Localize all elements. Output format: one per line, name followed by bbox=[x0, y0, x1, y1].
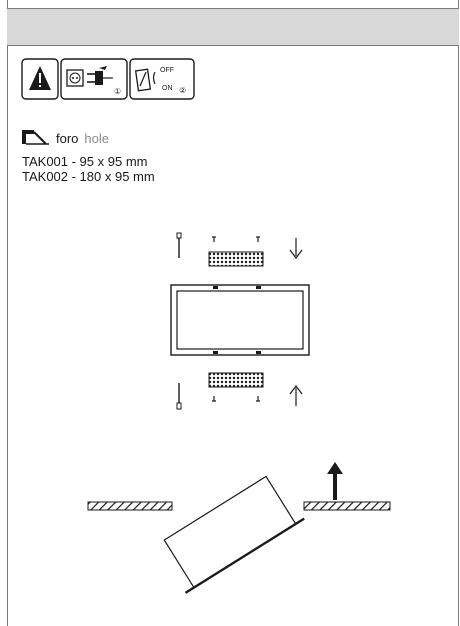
switch-off-label: OFF bbox=[160, 67, 174, 74]
warning-triangle-icon bbox=[21, 58, 59, 100]
bottom-clip-strip bbox=[208, 372, 264, 388]
arrow-down-icon bbox=[289, 238, 303, 259]
screw-icon bbox=[256, 396, 260, 402]
hole-label-italian: foro bbox=[56, 130, 79, 146]
model-line: TAK001 - 95 x 95 mm bbox=[22, 154, 148, 169]
installation-diagram bbox=[80, 452, 400, 602]
hole-caption: foro hole bbox=[22, 128, 109, 148]
screw-icon bbox=[212, 396, 216, 402]
arrow-up-icon bbox=[289, 385, 303, 406]
power-switch-icon bbox=[129, 58, 195, 100]
top-clip-strip bbox=[208, 251, 264, 267]
safety-instructions: ① OFF ON ② bbox=[21, 58, 195, 100]
screwdriver-icon bbox=[176, 232, 182, 258]
header-bar bbox=[7, 8, 459, 46]
switch-on-label: ON bbox=[162, 85, 173, 92]
ceiling-slab-right bbox=[303, 501, 391, 511]
screw-icon bbox=[256, 236, 260, 242]
mounting-frame-diagram bbox=[168, 228, 318, 418]
push-up-arrow-icon bbox=[327, 462, 343, 500]
switch-step-number: ② bbox=[179, 86, 186, 95]
light-box bbox=[163, 475, 305, 594]
model-dimensions: TAK001 - 95 x 95 mm TAK002 - 180 x 95 mm bbox=[22, 154, 155, 184]
screw-icon bbox=[212, 236, 216, 242]
ceiling-slab-left bbox=[87, 501, 173, 511]
frame-inner bbox=[176, 290, 304, 350]
ceiling-hole-icon bbox=[22, 130, 49, 145]
unplug-step-number: ① bbox=[114, 87, 121, 96]
model-line: TAK002 - 180 x 95 mm bbox=[22, 169, 155, 184]
page-frame bbox=[7, 0, 459, 626]
unplug-socket-icon bbox=[60, 58, 128, 100]
hole-label-english: hole bbox=[84, 130, 109, 146]
frame-outer bbox=[170, 284, 310, 356]
screwdriver-icon bbox=[176, 383, 182, 410]
